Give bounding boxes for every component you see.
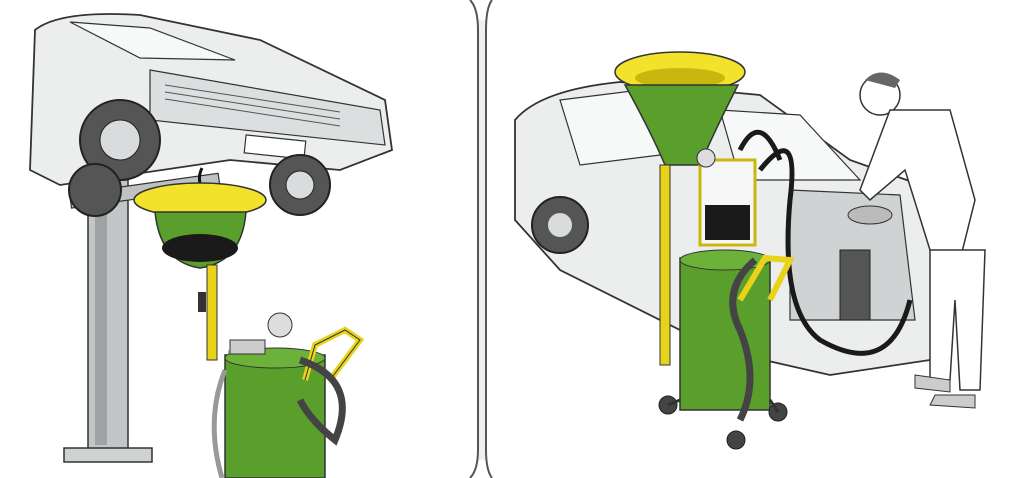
oil-drain-tank-icon xyxy=(614,51,913,450)
panel-divider xyxy=(469,0,493,478)
mechanic-icon xyxy=(859,72,986,409)
car-icon xyxy=(29,13,393,217)
oil-drain-tank-icon xyxy=(133,167,365,478)
